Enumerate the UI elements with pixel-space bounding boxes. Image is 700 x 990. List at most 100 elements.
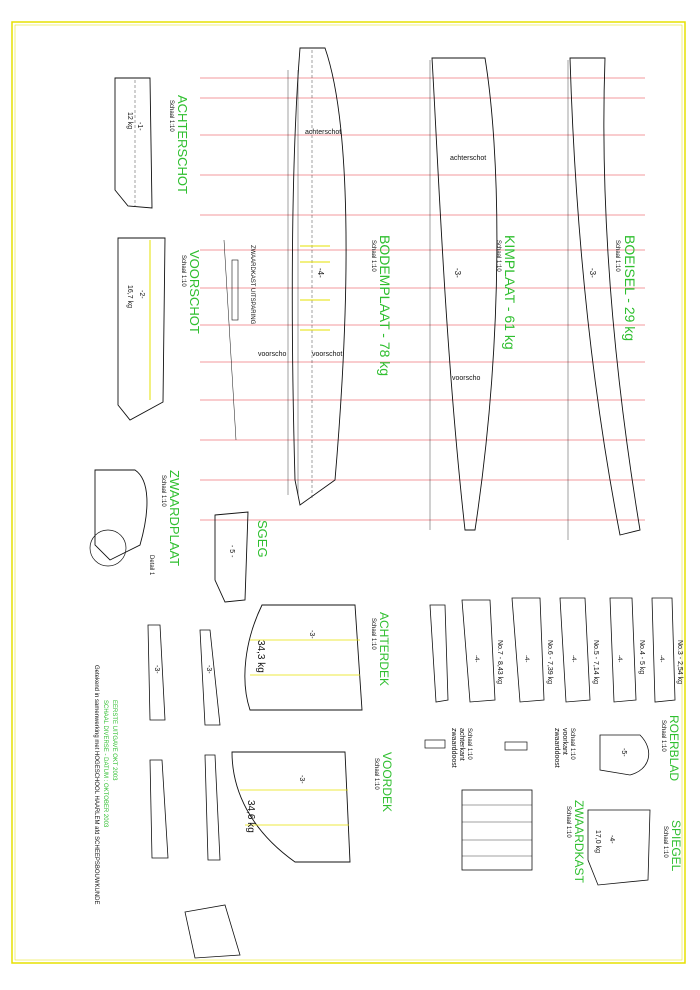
strip-number-1: -3- bbox=[153, 665, 160, 674]
annotation-achterschot-2: achterschot bbox=[450, 155, 486, 162]
zwaardkast-weight: 17,0 kg bbox=[594, 830, 601, 853]
frame-no4-label: No.4 - 5 kg bbox=[638, 640, 645, 674]
achterschot-scale: Schaal 1:10 bbox=[168, 100, 174, 132]
zwaarddoost-voor-shape bbox=[504, 741, 528, 751]
spiegel-outline bbox=[587, 809, 651, 886]
frame-no6-outline bbox=[511, 597, 545, 703]
voorschot-outline bbox=[117, 237, 166, 421]
sgeg-title: SGEG bbox=[255, 520, 270, 558]
boeisel-title: BOEISEL - 29 kg bbox=[622, 235, 638, 341]
zwaarddoost-voor-sub: voorkant bbox=[561, 728, 568, 755]
bodemplaat-sidenote: ZWAARDKAST UITSPARING bbox=[249, 245, 255, 325]
zwaardplaat-detail: Detail 1 bbox=[148, 555, 154, 576]
achterschot-number: -1- bbox=[136, 122, 143, 131]
frames-group bbox=[429, 597, 676, 703]
frame-no5-outline bbox=[559, 597, 591, 703]
boeisel-scale: Schaal 1:10 bbox=[614, 240, 620, 272]
zwaardkast-scale: Schaal 1:10 bbox=[565, 806, 571, 838]
zwaardplaat-scale: Schaal 1:10 bbox=[160, 475, 166, 507]
boeisel-outline bbox=[569, 57, 641, 536]
zwaarddoost-voor-scale: Schaal 1:10 bbox=[569, 728, 575, 760]
zwaardkast-title: ZWAARDKAST bbox=[572, 800, 586, 884]
voordek-outline bbox=[231, 751, 351, 863]
frame-no7-label: No.7 - 8,43 kg bbox=[496, 640, 503, 684]
roerblad-scale: Schaal 1:10 bbox=[660, 720, 666, 752]
roerblad-number: -5- bbox=[620, 748, 627, 757]
achterschot-weight: 12 kg bbox=[126, 112, 133, 129]
kimplaat-title: KIMPLAAT - 61 kg bbox=[502, 235, 518, 350]
achterdek-outline bbox=[244, 604, 363, 711]
bodemplaat-rulers bbox=[287, 70, 299, 495]
annotation-voorschot-3: voorscho bbox=[452, 375, 481, 382]
annotation-voorschot-2: voorschot bbox=[312, 351, 342, 358]
zwaarddoost-voor-title: zwaarddoost bbox=[553, 728, 560, 768]
achterdek-weight: 34,3 kg bbox=[255, 640, 266, 673]
zwaardplaat-detail-circle bbox=[89, 529, 127, 567]
achterdek-scale: Schaal 1:10 bbox=[370, 618, 376, 650]
zwaarddoost-achter-shape bbox=[424, 739, 446, 749]
bodemplaat-aux-line bbox=[223, 239, 237, 441]
frame-no7-number: -4- bbox=[473, 655, 479, 662]
annotation-achterschot-1: achterschot bbox=[305, 129, 341, 136]
achterdek-number: -3- bbox=[308, 630, 315, 639]
achterdek-yellow-marks bbox=[250, 639, 360, 676]
kimplaat-scale: Schaal 1:10 bbox=[495, 240, 501, 272]
frame-no4-outline bbox=[609, 597, 637, 703]
annotation-voorschot-1: voorscho bbox=[258, 351, 287, 358]
sgeg-number: - 5 - bbox=[228, 545, 235, 558]
sheet-border bbox=[11, 21, 686, 964]
voordek-weight: 34,6 kg bbox=[245, 800, 256, 833]
bodemplaat-yellow-marks bbox=[300, 245, 330, 331]
frame-no5-number: -4- bbox=[570, 655, 576, 662]
zwaardplaat-title: ZWAARDPLAAT bbox=[167, 470, 182, 566]
spiegel-title: SPIEGEL bbox=[669, 820, 683, 872]
roerblad-outline bbox=[599, 734, 650, 776]
kimplaat-outline bbox=[431, 57, 498, 531]
boeisel-number: -3- bbox=[588, 268, 597, 278]
sgeg-outline bbox=[214, 511, 249, 603]
frame-no5-label: No.5 - 7,14 kg bbox=[592, 640, 599, 684]
sheet-border-inner bbox=[14, 24, 683, 961]
bodemplaat-scale: Schaal 1:10 bbox=[370, 240, 376, 272]
zwaardkast-lines bbox=[462, 804, 532, 857]
zwaardplaat-outline bbox=[94, 469, 148, 561]
voordek-title: VOORDEK bbox=[380, 752, 394, 812]
achterdek-title: ACHTERDEK bbox=[377, 612, 391, 686]
zwaardkast-outline bbox=[461, 789, 533, 871]
voorschot-weight: 16,7 kg bbox=[126, 285, 133, 308]
bodemplaat-outline bbox=[291, 47, 347, 506]
zwaarddoost-achter-scale: Schaal 1:10 bbox=[466, 728, 472, 760]
voorschot-number: -2- bbox=[138, 290, 145, 299]
frame-no6-number: -4- bbox=[523, 655, 529, 662]
credits-line3: EERSTE UITGAVE OKT 2003 bbox=[111, 700, 117, 781]
zwaarddoost-achter-sub: achterkant bbox=[458, 728, 465, 761]
strip-number-2: -3- bbox=[205, 665, 212, 674]
frame-no6-label: No.6 - 7,39 kg bbox=[546, 640, 553, 684]
achterschot-outline bbox=[114, 77, 153, 209]
credits-line1: Getekend in samenwerking met HOGESCHOOL … bbox=[93, 665, 99, 905]
frame-no3-number: -4- bbox=[658, 655, 664, 662]
spiegel-scale: Schaal 1:10 bbox=[662, 826, 668, 858]
credits-line2: SCHAAL DIVERSE - DATUM : OKTOBER 2003 bbox=[102, 700, 108, 828]
station-lines bbox=[200, 77, 645, 521]
voordek-number: -3- bbox=[298, 775, 305, 784]
frame-no3-label: No.3 - 2,54 kg bbox=[676, 640, 683, 684]
frame-stem-outline bbox=[429, 604, 449, 703]
voorschot-scale: Schaal 1:10 bbox=[180, 255, 186, 287]
frame-no4-number: -4- bbox=[616, 655, 622, 662]
bodemplaat-title: BODEMPLAAT - 78 kg bbox=[377, 235, 393, 376]
zwaarddoost-achter-title: zwaarddoost bbox=[450, 728, 457, 768]
kimplaat-number: -3- bbox=[453, 268, 462, 278]
achterschot-title: ACHTERSCHOT bbox=[175, 95, 190, 194]
frame-no7-outline bbox=[461, 599, 496, 703]
voorschot-title: VOORSCHOT bbox=[187, 250, 202, 334]
roerblad-title: ROERBLAD bbox=[667, 715, 681, 781]
voordek-scale: Schaal 1:10 bbox=[373, 758, 379, 790]
strip-parts bbox=[147, 624, 241, 959]
frame-no3-outline bbox=[651, 597, 676, 703]
zwaardkast-uitsparing bbox=[231, 259, 239, 321]
bodemplaat-number: -4- bbox=[316, 268, 325, 278]
spiegel-number: -4- bbox=[608, 835, 615, 844]
voordek-yellow-marks bbox=[240, 789, 349, 826]
